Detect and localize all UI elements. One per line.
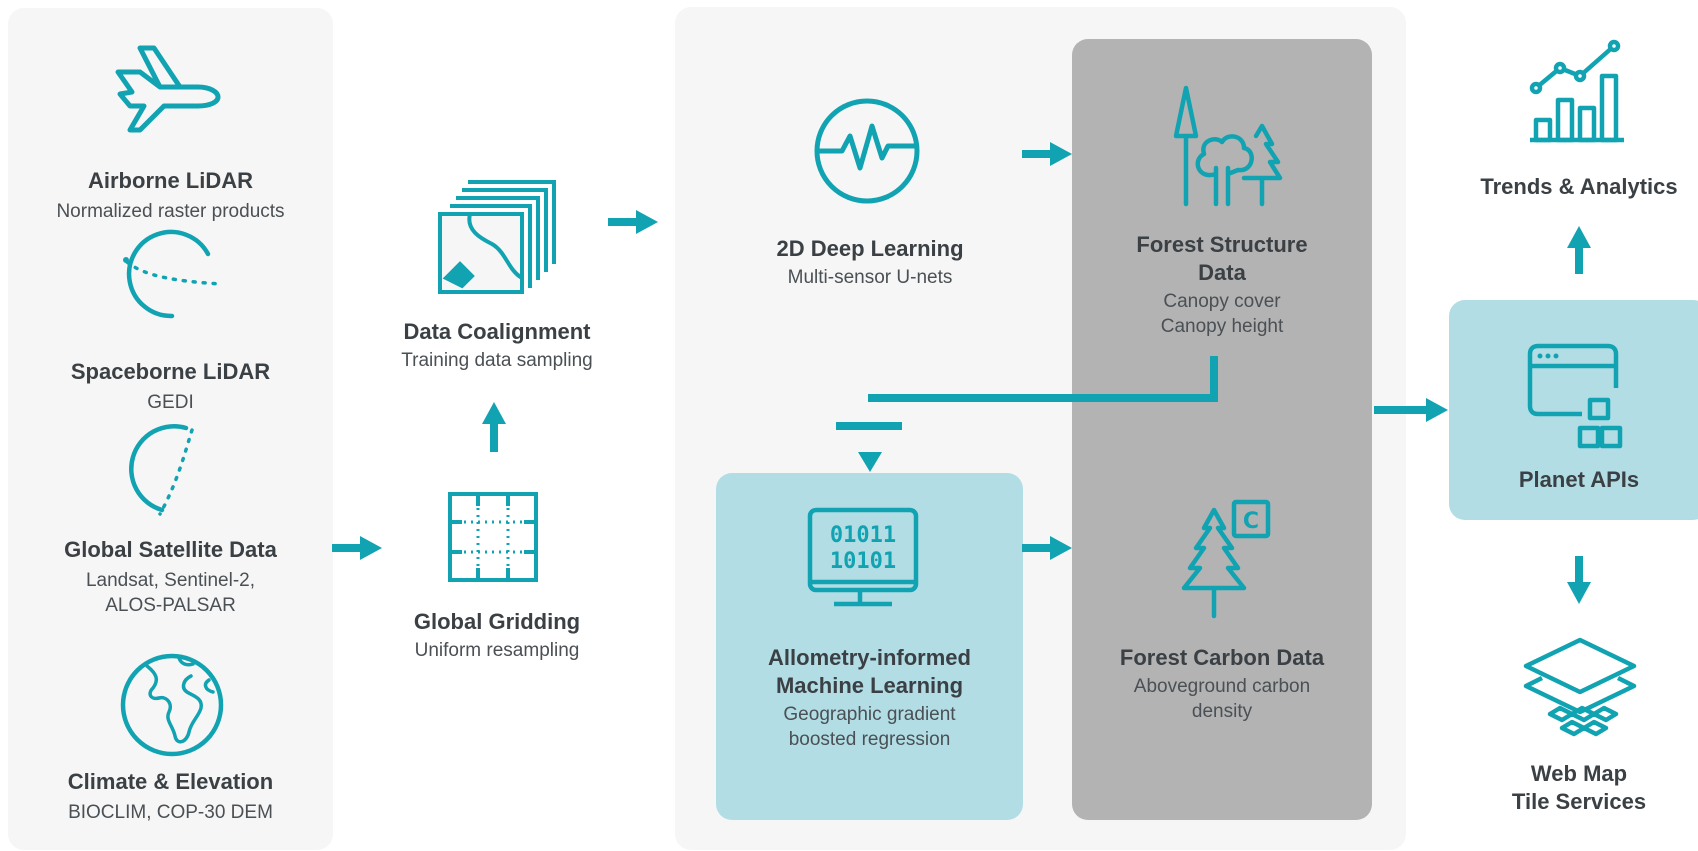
carbon-badge: C (1243, 509, 1259, 534)
input-item-spaceborne: Spaceborne LiDAR GEDI (8, 358, 333, 415)
arrow-inputs-to-gridding (332, 536, 382, 560)
input-subtitle: ALOS-PALSAR (105, 595, 236, 616)
allometry-title: Machine Learning (775, 673, 964, 698)
arrow-apis-to-webmap (1567, 556, 1591, 604)
allometry-title: Allometry-informed (768, 645, 971, 670)
arrow-apis-to-trends (1567, 226, 1591, 274)
gridding-block: Global Gridding Uniform resampling (352, 608, 642, 663)
trends-title: Trends & Analytics (1480, 174, 1678, 199)
map-tiles-icon (1520, 636, 1640, 746)
forest-structure-subtitle: Canopy height (1160, 316, 1284, 337)
allometry-subtitle: boosted regression (788, 729, 951, 750)
coalignment-subtitle: Training data sampling (401, 350, 593, 371)
forest-trees-icon (1168, 88, 1288, 208)
carbon-tree-icon: C (1172, 500, 1272, 620)
binary-row: 01011 (830, 523, 896, 548)
apis-title: Planet APIs (1518, 467, 1640, 492)
gridding-title: Global Gridding (413, 609, 581, 634)
analytics-chart-icon (1528, 40, 1628, 140)
arrow-gridding-to-coalignment (482, 402, 506, 452)
input-item-airborne: Airborne LiDAR Normalized raster product… (8, 167, 333, 224)
webmap-block: Web Map Tile Services (1449, 760, 1698, 816)
allometry-panel (716, 473, 1023, 820)
allometry-subtitle: Geographic gradient (783, 704, 956, 725)
gridding-subtitle: Uniform resampling (414, 640, 580, 661)
input-item-global-satellite: Global Satellite Data Landsat, Sentinel-… (8, 536, 333, 618)
computer-binary-icon: 01011 10101 (808, 508, 918, 608)
api-window-icon (1528, 344, 1628, 454)
deep-learning-block: 2D Deep Learning Multi-sensor U-nets (730, 235, 1010, 290)
deep-learning-subtitle: Multi-sensor U-nets (787, 267, 953, 288)
input-title: Airborne LiDAR (88, 168, 253, 193)
input-title: Global Satellite Data (64, 537, 277, 562)
forest-carbon-block: Forest Carbon Data Aboveground carbon de… (1072, 644, 1372, 724)
world-map-icon (117, 650, 227, 760)
globe-orbit-icon (112, 418, 232, 518)
forest-structure-title: Forest Structure (1136, 232, 1308, 257)
forest-outputs-panel (1072, 39, 1372, 820)
arrow-allometry-to-forest-carbon (1022, 536, 1072, 560)
forest-carbon-subtitle: Aboveground carbon (1133, 676, 1311, 697)
deep-learning-title: 2D Deep Learning (776, 236, 964, 261)
planet-apis-panel (1449, 300, 1698, 520)
input-subtitle: GEDI (147, 392, 194, 413)
input-title: Spaceborne LiDAR (70, 359, 271, 384)
forest-structure-title: Data (1198, 260, 1246, 285)
arrow-coalignment-to-deep-learning (608, 210, 658, 234)
connector-structure-to-allometry (836, 356, 1218, 472)
airplane-icon (110, 42, 230, 132)
input-title: Climate & Elevation (67, 769, 274, 794)
webmap-title: Tile Services (1511, 789, 1647, 814)
grid-icon (448, 492, 538, 582)
webmap-title: Web Map (1530, 761, 1628, 786)
coalignment-title: Data Coalignment (403, 319, 591, 344)
trends-block: Trends & Analytics (1449, 173, 1698, 201)
input-subtitle: Normalized raster products (56, 201, 285, 222)
pulse-icon (812, 96, 922, 206)
allometry-block: Allometry-informed Machine Learning Geog… (716, 644, 1023, 752)
forest-structure-block: Forest Structure Data Canopy cover Canop… (1072, 231, 1372, 339)
forest-carbon-subtitle: density (1191, 701, 1253, 722)
arrow-deep-learning-to-forest-structure (1022, 142, 1072, 166)
forest-structure-subtitle: Canopy cover (1163, 291, 1281, 312)
forest-carbon-title: Forest Carbon Data (1119, 645, 1325, 670)
input-subtitle: Landsat, Sentinel-2, (85, 570, 255, 591)
stacked-layers-icon (436, 174, 556, 294)
orbit-satellite-icon (123, 224, 232, 324)
input-subtitle: BIOCLIM, COP-30 DEM (68, 802, 273, 823)
coalignment-block: Data Coalignment Training data sampling (352, 318, 642, 373)
arrow-outputs-to-apis (1374, 398, 1448, 422)
apis-block: Planet APIs (1449, 466, 1698, 494)
input-item-climate: Climate & Elevation BIOCLIM, COP-30 DEM (8, 768, 333, 825)
binary-row: 10101 (830, 549, 896, 574)
